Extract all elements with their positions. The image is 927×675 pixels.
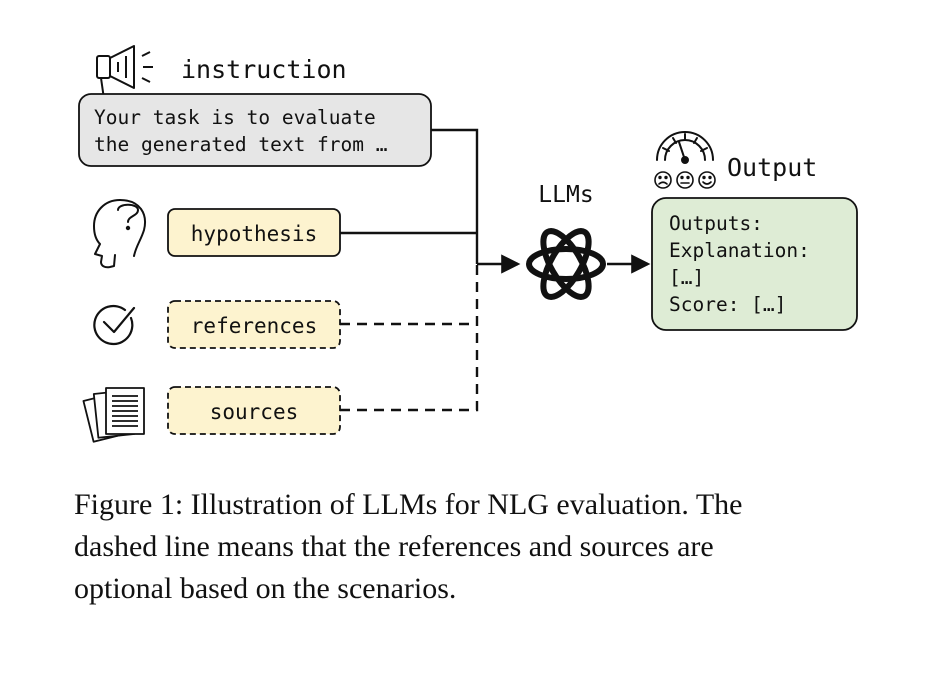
output-line4: Score: […] bbox=[669, 293, 786, 316]
sources-label: sources bbox=[210, 400, 299, 424]
caption-line3: optional based on the scenarios. bbox=[74, 572, 457, 605]
llm-logo-icon bbox=[526, 228, 606, 300]
output-label: Output bbox=[727, 153, 817, 182]
llm-label: LLMs bbox=[538, 182, 593, 208]
documents-icon bbox=[82, 387, 145, 443]
diagram: instruction Your task is to evaluate the… bbox=[78, 45, 858, 443]
output-line2: Explanation: bbox=[669, 239, 810, 262]
head-question-icon bbox=[93, 199, 146, 269]
instruction-label: instruction bbox=[181, 55, 347, 84]
caption-line2: dashed line means that the references an… bbox=[74, 530, 714, 563]
connectors bbox=[340, 128, 651, 412]
output-box bbox=[651, 197, 858, 331]
figure-caption: Figure 1: Illustration of LLMs for NLG e… bbox=[74, 484, 864, 610]
instruction-text-line2: the generated text from … bbox=[94, 133, 388, 156]
hypothesis-label: hypothesis bbox=[191, 222, 317, 246]
output-line3: […] bbox=[669, 266, 704, 289]
caption-line1: Figure 1: Illustration of LLMs for NLG e… bbox=[74, 488, 743, 521]
checkmark-icon bbox=[93, 304, 136, 346]
gauge-icon bbox=[656, 131, 714, 164]
output-line1: Outputs: bbox=[669, 212, 763, 235]
faces-icon bbox=[654, 171, 716, 189]
instruction-connector bbox=[431, 128, 479, 264]
references-label: references bbox=[191, 314, 317, 338]
instruction-text-line1: Your task is to evaluate bbox=[94, 106, 376, 129]
sources-connector bbox=[340, 264, 479, 412]
